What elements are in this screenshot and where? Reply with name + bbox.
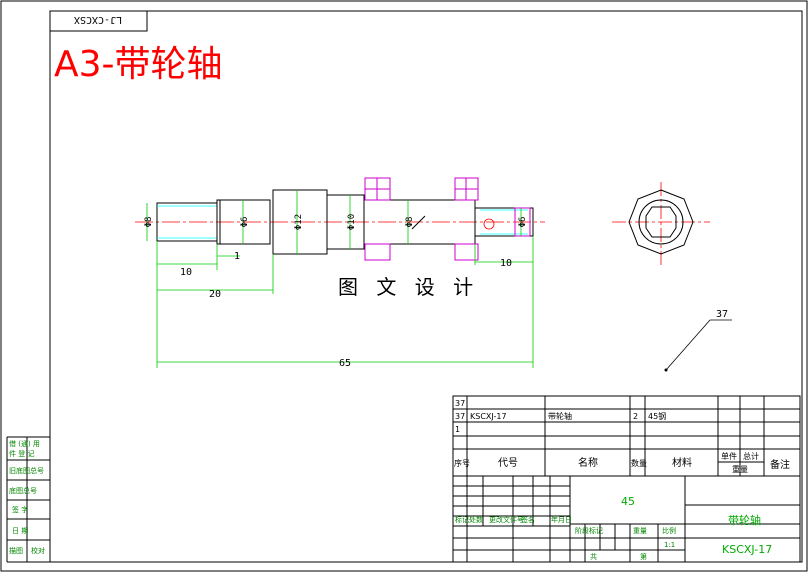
shaft-front-view: [135, 177, 545, 261]
dia-label-3: Φ12: [294, 214, 304, 230]
page-title: A3-带轮轴: [54, 44, 223, 85]
side-label-3: 旧底图总号: [9, 466, 44, 475]
bom-row2-num: 37: [455, 412, 465, 421]
side-label-5: 签 字: [12, 505, 28, 514]
side-label-1: 借 (通) 用: [9, 439, 40, 448]
bom-h-material: 材料: [672, 456, 692, 469]
tb-part-name: 带轮轴: [728, 513, 761, 527]
dim-10-left: 10: [180, 267, 192, 278]
bom-h-unit: 单件: [721, 451, 737, 461]
leader-label: 37: [716, 309, 728, 320]
bom-h-total: 总计: [743, 451, 759, 461]
tb-small-2: 处数: [469, 515, 483, 524]
bom-row-top-num: 37: [455, 399, 465, 408]
dia-label-6: Φ6: [518, 217, 528, 228]
tb-scale-val: 1:1: [664, 541, 675, 549]
dia-label-4: Φ10: [347, 214, 357, 230]
bom-row2-code: KSCXJ-17: [470, 412, 507, 421]
side-label-4: 底图总号: [9, 486, 37, 495]
bom-h-code: 代号: [498, 457, 518, 469]
side-label-8: 校对: [31, 546, 45, 555]
code-stamp: LJ-CXCSX: [74, 14, 122, 25]
tb-weight: 重量: [633, 527, 647, 535]
tb-drawing-no: KSCXJ-17: [722, 543, 772, 556]
side-panel: 借 (通) 用 件 登 记 旧底图总号 底图总号 签 字 日 期 描图 校对: [6, 436, 50, 563]
tb-sheet: 第: [640, 552, 647, 561]
dia-label-5: Φ8: [405, 217, 415, 228]
bom-h-name: 名称: [578, 456, 598, 469]
dim-20: 20: [209, 289, 221, 300]
bom-h-seq: 序号: [454, 458, 470, 468]
title-block: 标记 处数 更改文件号 签名 年月日 45 阶段标记 重量 比例 1:1 共 第…: [452, 475, 801, 563]
bom-row2-mat: 45钢: [648, 411, 666, 421]
tb-small-6: 年月日: [551, 515, 572, 524]
side-label-7: 描图: [9, 546, 23, 555]
dim-10-right: 10: [500, 258, 512, 269]
side-label-6: 日 期: [12, 527, 28, 535]
bom-h-remark: 备注: [770, 458, 790, 471]
dia-label-1: Φ8: [144, 217, 154, 228]
dim-65: 65: [339, 358, 351, 369]
bom-row3-num: 1: [455, 425, 460, 434]
bom-h-qty: 数量: [631, 458, 647, 468]
dia-label-2: Φ6: [240, 217, 250, 228]
shaft-end-view: [612, 182, 710, 268]
diameter-dimensions: Φ8 Φ6 Φ12 Φ10 Φ8 Φ6: [144, 190, 528, 254]
dim-1: 1: [234, 251, 240, 262]
bom-h-weight: 重量: [732, 464, 748, 474]
tb-small-1: 标记: [455, 515, 469, 524]
bom-row2-qty: 2: [633, 412, 638, 421]
side-label-2: 件 登 记: [9, 449, 34, 458]
inner-frame: [49, 10, 803, 563]
tb-sheets: 共: [590, 552, 597, 561]
tb-scale: 比例: [662, 526, 676, 535]
tb-small-5: 签名: [521, 515, 535, 524]
code-stamp-box: [49, 10, 148, 32]
tb-material: 45: [621, 495, 635, 508]
tb-stage: 阶段标记: [575, 526, 603, 535]
leader-37: 37: [664, 309, 732, 372]
watermark: 图 文 设 计: [338, 275, 479, 299]
tb-small-3: 更改文件号: [489, 515, 524, 524]
watermark-bg: [330, 270, 478, 300]
length-dimensions: 10 1 20 10 65: [156, 236, 534, 369]
bom-row2-name: 带轮轴: [548, 411, 572, 421]
bom-table: 37 37 KSCXJ-17 带轮轴 2 45钢 1 序号 代号 名称 数量 材…: [452, 395, 801, 477]
